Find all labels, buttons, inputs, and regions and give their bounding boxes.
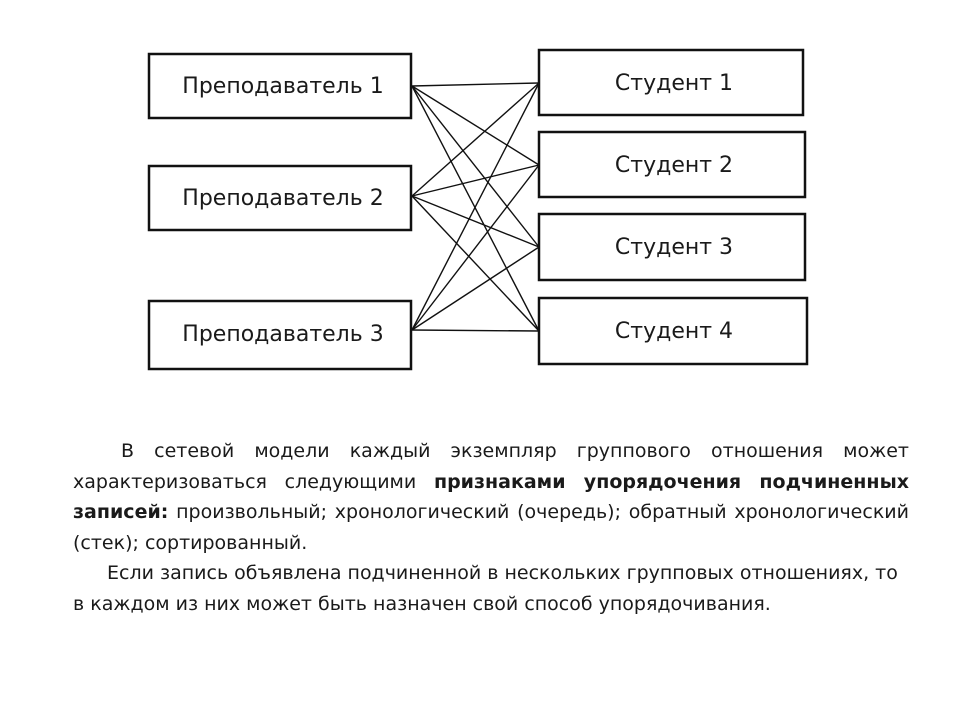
student-node-1: Студент 1 (537, 48, 805, 117)
teacher-label: Преподаватель 2 (182, 186, 383, 211)
edge-teacher-2-student-4 (411, 195, 540, 332)
paragraph-1-text: В сетевой модели каждый экземпляр группо… (73, 440, 909, 493)
description-text: В сетевой модели каждый экземпляр группо… (73, 436, 909, 619)
edge-teacher-1-student-1 (411, 82, 540, 87)
edge-teacher-3-student-3 (411, 246, 540, 331)
edge-teacher-1-student-3 (411, 85, 540, 248)
paragraph-1: В сетевой модели каждый экземпляр группо… (73, 436, 909, 558)
ordering-features-term: признаками упорядочения подчиненных запи… (73, 470, 909, 524)
edges-layer (411, 82, 540, 332)
student-node-3: Студент 3 (537, 212, 807, 282)
teacher-node-3: Преподаватель 3 (147, 299, 413, 371)
paragraph-1-ordering-types: произвольный; хронологический (очередь);… (73, 501, 909, 554)
teacher-label: Преподаватель 1 (182, 74, 383, 99)
teacher-node-2: Преподаватель 2 (147, 164, 413, 232)
student-label: Студент 1 (615, 71, 733, 96)
edge-teacher-1-student-2 (411, 85, 540, 166)
student-node-4: Студент 4 (537, 296, 809, 366)
teacher-label: Преподаватель 3 (182, 322, 383, 347)
student-node-2: Студент 2 (537, 130, 807, 199)
edge-teacher-2-student-2 (411, 164, 540, 197)
student-label: Студент 3 (615, 235, 733, 260)
edge-teacher-2-student-1 (411, 82, 540, 197)
paragraph-2: Если запись объявлена подчиненной в неск… (73, 562, 898, 615)
teacher-node-1: Преподаватель 1 (147, 52, 413, 120)
network-diagram: Преподаватель 1 Преподаватель 2 Преподав… (147, 48, 809, 371)
edge-teacher-2-student-3 (411, 195, 540, 248)
edge-teacher-1-student-4 (411, 85, 540, 332)
student-label: Студент 2 (615, 153, 733, 178)
edge-teacher-3-student-1 (411, 82, 540, 331)
student-label: Студент 4 (615, 319, 733, 344)
edge-teacher-3-student-4 (411, 329, 540, 332)
edge-teacher-3-student-2 (411, 164, 540, 331)
